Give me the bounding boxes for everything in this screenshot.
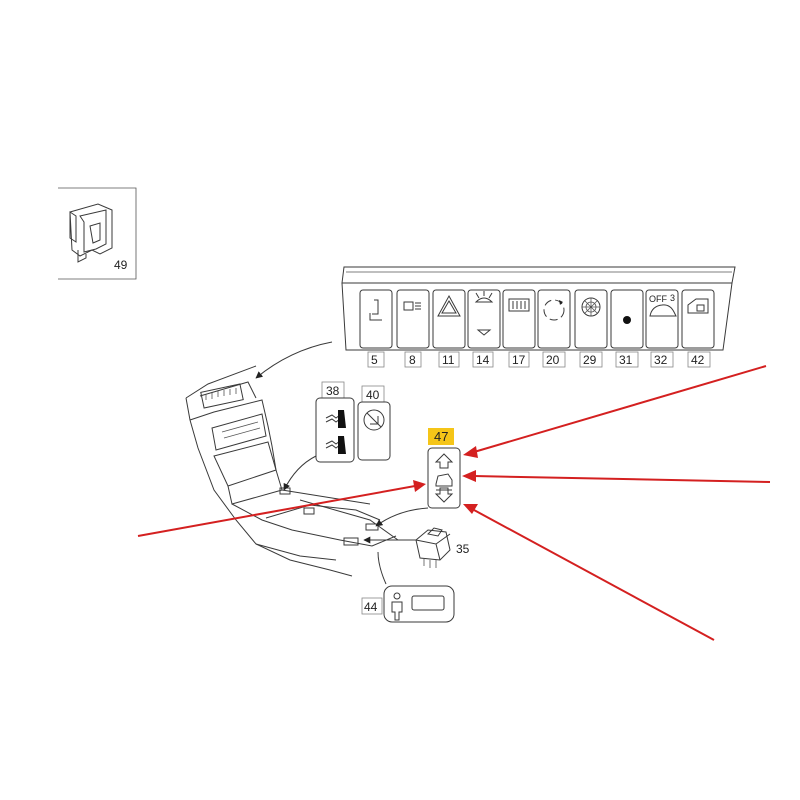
center-console <box>185 365 399 577</box>
airbag-off-icon <box>363 409 385 431</box>
blank-switch-dot-icon <box>623 316 631 324</box>
hazard-warning-icon <box>437 294 461 317</box>
part-35: 35 <box>415 527 470 568</box>
recirculation-icon <box>543 299 565 321</box>
callout-38: 38 <box>326 384 340 398</box>
switch-29: 29 <box>574 289 608 368</box>
callout-5: 5 <box>371 353 378 367</box>
arrow-up-icon <box>434 453 454 469</box>
callout-32: 32 <box>654 353 668 367</box>
clip-49-drawing <box>69 203 113 263</box>
switch-42: 42 <box>681 289 715 368</box>
switch-47: 47 <box>427 428 461 509</box>
callout-17: 17 <box>512 353 526 367</box>
door-lock-icon <box>687 298 709 314</box>
rear-defrost-icon <box>508 298 530 312</box>
switch-11: 11 <box>432 289 466 368</box>
switch-14: 14 <box>467 289 501 368</box>
callout-14: 14 <box>476 353 490 367</box>
seat-heater-lower-icon <box>325 440 341 449</box>
callout-44: 44 <box>364 600 378 614</box>
part-44: 44 <box>361 585 455 623</box>
red-arrow-3 <box>473 509 715 641</box>
off-label: OFF <box>649 294 667 304</box>
callout-20: 20 <box>546 353 560 367</box>
seat-adjust-icon <box>369 299 382 321</box>
callout-8: 8 <box>409 353 416 367</box>
recirculation-arrow-icon <box>559 300 563 305</box>
headlight-icon <box>403 301 421 311</box>
leader-44 <box>377 551 387 585</box>
callout-47: 47 <box>434 429 448 444</box>
person-icon <box>393 592 401 600</box>
red-arrow-2 <box>473 475 771 483</box>
car-alarm-icon <box>649 304 677 317</box>
callout-42: 42 <box>691 353 705 367</box>
highlight-47 <box>428 428 454 445</box>
red-arrow-1 <box>473 365 767 453</box>
red-arrow-4 <box>137 485 416 537</box>
switch-32: OFF 3 32 <box>645 289 679 368</box>
switch-8: 8 <box>396 289 430 368</box>
leader-panel-to-console <box>255 341 333 379</box>
switch-20: 20 <box>537 289 571 368</box>
sunroof-icon <box>435 473 453 491</box>
switch-31: 31 <box>610 289 644 368</box>
leader-38 <box>283 455 317 491</box>
switch-17: 17 <box>502 289 536 368</box>
seat-heater-upper-icon <box>325 414 341 423</box>
switch-5: 5 <box>359 289 393 368</box>
switch-panel: 5 8 11 14 17 <box>341 266 736 368</box>
off-number: 3 <box>670 293 675 303</box>
switch-40: 40 <box>357 385 391 461</box>
callout-40: 40 <box>366 388 380 402</box>
inset-part-49: 49 <box>58 187 137 280</box>
callout-31: 31 <box>619 353 633 367</box>
switch-38: 38 <box>315 381 355 463</box>
arrow-down-icon <box>434 487 454 503</box>
interior-light-icon <box>474 291 494 303</box>
callout-11: 11 <box>442 353 455 367</box>
callout-35: 35 <box>456 542 470 556</box>
callout-49: 49 <box>114 258 128 272</box>
leader-47 <box>375 507 429 527</box>
red-arrows <box>137 365 771 641</box>
callout-29: 29 <box>583 353 597 367</box>
